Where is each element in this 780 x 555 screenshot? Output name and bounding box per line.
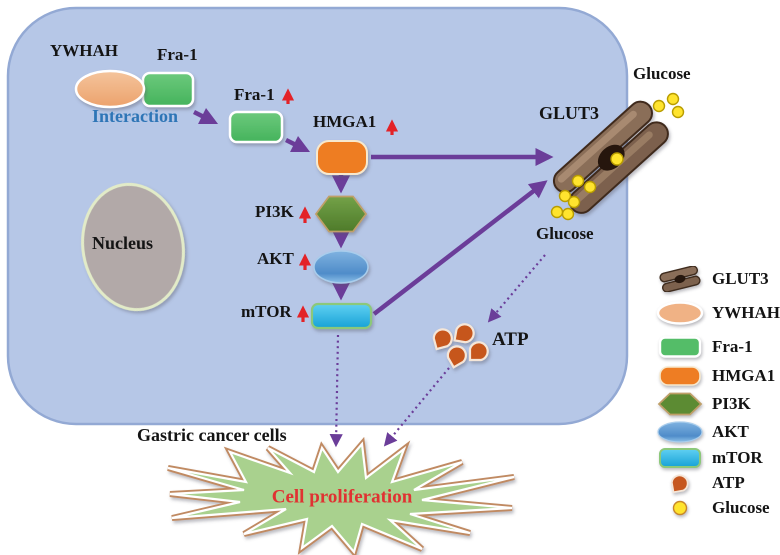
glucose-dot (567, 195, 581, 209)
mtor-icon (652, 446, 708, 470)
glucose-inside-label: Glucose (536, 224, 594, 243)
pi3k-icon (652, 391, 708, 417)
fra1-upregulated-label: Fra-1 (234, 85, 275, 104)
legend-item-glut3: GLUT3 (652, 266, 769, 292)
hmga1-icon (652, 365, 708, 387)
atp-droplet (446, 345, 467, 369)
atp-icon (652, 471, 708, 495)
legend-label: ATP (712, 473, 745, 492)
pathway-arrows (192, 107, 554, 316)
arrow-fra1-to-hmga1 (284, 135, 311, 153)
atp-droplet (468, 341, 489, 362)
akt-label: AKT (257, 249, 294, 268)
nucleus-shape (81, 182, 185, 312)
legend-item-hmga1: HMGA1 (652, 363, 775, 389)
glucose-dot (558, 189, 572, 203)
upregulation-arrows (281, 88, 399, 322)
pi3k-label: PI3K (255, 202, 294, 221)
glucose-dot (671, 105, 685, 119)
glucose-icon (652, 499, 708, 517)
mtor-label: mTOR (241, 302, 292, 321)
arrow-mtor-to-proliferation (329, 334, 343, 448)
nucleus-label: Nucleus (92, 233, 154, 253)
atp-droplet (453, 323, 475, 344)
pi3k-node (314, 195, 368, 233)
legend-item-glucose: Glucose (652, 495, 770, 521)
legend-item-atp: ATP (652, 470, 745, 496)
glucose-dot (571, 174, 585, 188)
legend-label: AKT (712, 422, 749, 441)
ywhah-label: YWHAH (50, 41, 118, 60)
glucose-dot (610, 152, 624, 166)
glucose-dot (550, 205, 564, 219)
legend-label: GLUT3 (712, 269, 769, 288)
ywhah-node (74, 69, 146, 109)
legend-label: HMGA1 (712, 366, 776, 385)
legend-label: Glucose (712, 498, 770, 517)
legend-item-fra1: Fra-1 (652, 334, 753, 360)
cell-proliferation-starburst (167, 436, 515, 555)
gastric-cancer-cells-label: Gastric cancer cells (137, 425, 287, 445)
legend-label: PI3K (712, 394, 751, 413)
legend: GLUT3 YWHAH Fra-1 HMGA1 (652, 0, 780, 555)
hmga1-label: HMGA1 (313, 112, 377, 131)
atp-molecules (432, 323, 489, 369)
ywhah-icon (652, 300, 708, 326)
akt-icon (652, 420, 708, 444)
cell-proliferation-label: Cell proliferation (271, 486, 413, 508)
dotted-arrows (329, 254, 546, 448)
legend-item-mtor: mTOR (652, 445, 763, 471)
fra1-node-top (141, 71, 195, 108)
legend-item-ywhah: YWHAH (652, 300, 780, 326)
arrow-interaction-to-fra1 (192, 107, 219, 125)
legend-label: mTOR (712, 448, 763, 467)
glucose-dot (561, 207, 575, 221)
glucose-dot (652, 99, 666, 113)
hmga1-node (316, 140, 368, 175)
atp-label: ATP (492, 329, 529, 350)
glucose-dot (666, 92, 680, 106)
glut3-label: GLUT3 (539, 103, 600, 123)
mtor-node (310, 302, 373, 330)
glucose-dot (583, 180, 597, 194)
glut3-icon (652, 266, 708, 292)
legend-label: YWHAH (712, 303, 780, 322)
arrow-mtor-to-glut3 (372, 180, 548, 316)
atp-droplet (432, 328, 453, 351)
interaction-label: Interaction (92, 106, 178, 126)
legend-label: Fra-1 (712, 337, 753, 356)
glucose-outside-label: Glucose (633, 64, 691, 83)
legend-item-pi3k: PI3K (652, 391, 751, 417)
akt-node (313, 250, 369, 284)
fra1-top-label: Fra-1 (157, 45, 198, 64)
legend-item-akt: AKT (652, 419, 749, 445)
fra1-icon (652, 335, 708, 359)
glucose-dots (550, 92, 685, 221)
fra1-node-upregulated (228, 110, 284, 144)
